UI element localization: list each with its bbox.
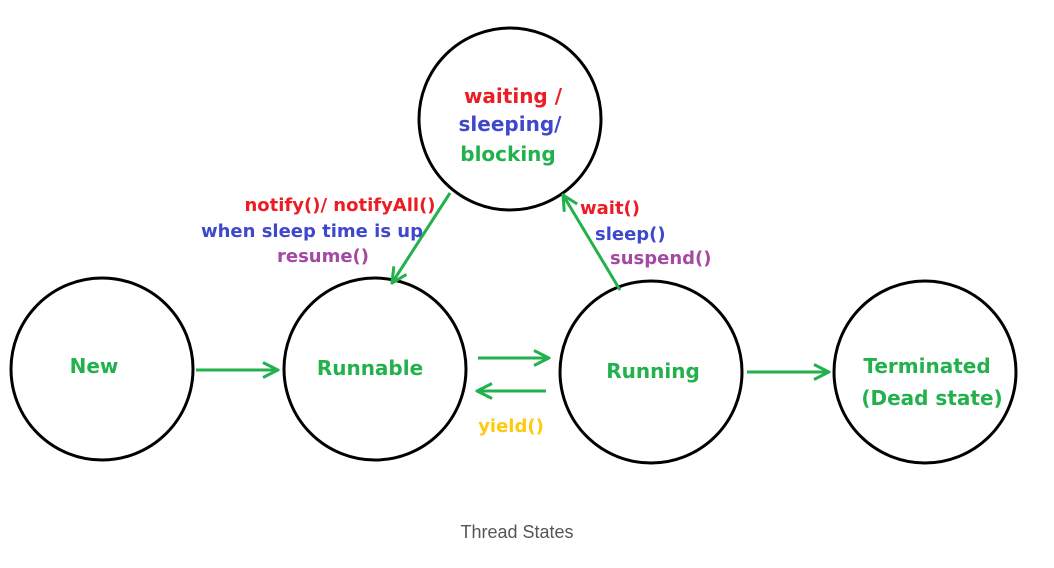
- state-new-circle: [9, 276, 195, 462]
- state-waiting-label-line3: blocking: [460, 142, 555, 166]
- arrow-waiting-to-runnable: [392, 192, 452, 283]
- transition-sleep-label: sleep(): [595, 224, 666, 245]
- state-terminated-circle: [832, 279, 1018, 465]
- transition-yield-label: yield(): [478, 416, 544, 437]
- state-waiting-circle: [417, 26, 603, 212]
- transition-resume-label: resume(): [277, 246, 369, 267]
- state-running-circle: [558, 279, 744, 465]
- state-runnable-label: Runnable: [317, 356, 423, 380]
- transition-sleep-time-up-label: when sleep time is up: [201, 221, 423, 242]
- state-waiting-label-line1: waiting /: [464, 84, 563, 108]
- state-terminated-label-line1: Terminated: [863, 354, 990, 378]
- arrow-running-to-waiting: [563, 195, 622, 291]
- transition-notify-label: notify()/ notifyAll(): [244, 195, 435, 216]
- state-running-label: Running: [606, 359, 700, 383]
- state-runnable-circle: [282, 276, 468, 462]
- state-terminated-label-line2: (Dead state): [861, 386, 1002, 410]
- transition-wait-label: wait(): [580, 198, 640, 219]
- state-new-label: New: [70, 354, 119, 378]
- state-waiting-label-line2: sleeping/: [459, 112, 563, 136]
- diagram-caption: Thread States: [460, 522, 574, 542]
- transition-suspend-label: suspend(): [610, 248, 712, 269]
